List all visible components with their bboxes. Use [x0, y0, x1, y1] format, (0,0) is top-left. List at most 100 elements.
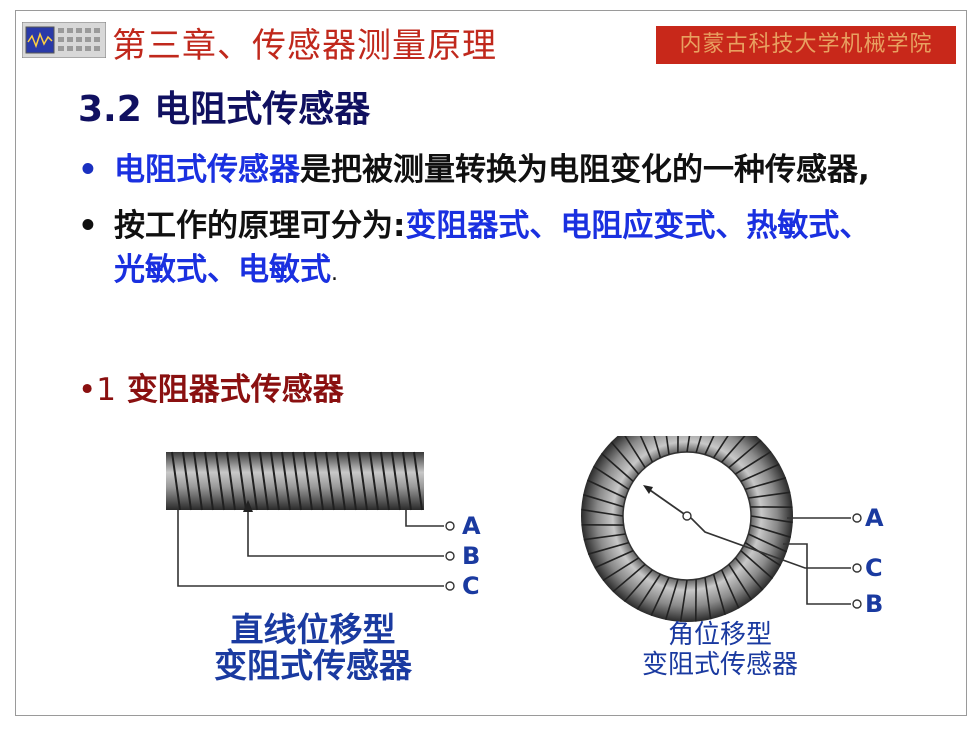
toroid-winding [592, 465, 630, 491]
rotary-wiper [646, 487, 688, 517]
toroid-winding [704, 436, 715, 455]
coil-winding [281, 451, 291, 511]
toroid-winding [744, 541, 782, 567]
coil-winding [215, 451, 225, 511]
coil-winding [204, 451, 214, 511]
toroid-winding [748, 491, 791, 499]
caption-line: 变阻式传感器 [641, 650, 798, 680]
coil-winding [413, 451, 423, 511]
angular-rheostat-diagram: A C B [581, 436, 884, 622]
toroid-winding [639, 436, 654, 463]
coil-winding [369, 451, 379, 511]
angular-caption: 角位移型 变阻式传感器 [600, 620, 840, 680]
toroid-winding [712, 436, 729, 459]
bullet-list: • 电阻式传感器是把被测量转换为电阻变化的一种传感器, • 按工作的原理可分为:… [78, 148, 898, 308]
toroid-winding [728, 439, 762, 469]
coil-winding [226, 451, 236, 511]
wiper-pivot [682, 511, 692, 521]
toroid-winding [720, 436, 746, 463]
toroid-winding [734, 450, 772, 475]
bullet-definition: • 电阻式传感器是把被测量转换为电阻变化的一种传感器, [78, 148, 898, 192]
section-heading: 3.2 电阻式传感器 [78, 89, 371, 130]
toroid-winding [740, 549, 774, 580]
bullet-text: 是把被测量转换为电阻变化的一种传感器, [300, 152, 870, 188]
oscilloscope-icon [22, 22, 106, 58]
toroid-winding [679, 579, 688, 622]
toroid-winding [740, 463, 780, 483]
coil-winding [270, 451, 280, 511]
coil-winding [237, 451, 247, 511]
subsection-title: 变阻器式传感器 [126, 372, 344, 408]
toroid-winding [612, 563, 646, 593]
toroid-winding [582, 493, 624, 508]
subsection-number: •1 [78, 372, 117, 408]
terminal-label: B [462, 542, 480, 570]
toroid-winding [664, 579, 679, 621]
bullet-tail: . [331, 261, 338, 286]
coil-winding [314, 451, 324, 511]
toroid-winding [650, 577, 670, 617]
terminal-label: C [865, 554, 883, 582]
coil-winding [182, 451, 192, 511]
coil-winding [193, 451, 203, 511]
toroid-winding [748, 533, 788, 553]
coil-winding [303, 451, 313, 511]
terminal-label: A [865, 504, 884, 532]
toroid-winding [624, 436, 646, 469]
toroid-winding [665, 436, 670, 455]
toroid-winding [734, 557, 764, 591]
coil-winding [402, 451, 412, 511]
bullet-classification: • 按工作的原理可分为:变阻器式、电阻应变式、热敏式、光敏式、电敏式. [78, 204, 898, 296]
coil-winding [259, 451, 269, 511]
toroid-winding [594, 549, 634, 569]
caption-line: 变阻式传感器 [214, 646, 412, 685]
wiper-arrow [243, 500, 253, 512]
toroid-winding [728, 563, 753, 601]
bullet-text: 按工作的原理可分为: [114, 208, 406, 244]
caption-line: 直线位移型 [230, 610, 396, 649]
subsection-heading: •1 变阻器式传感器 [78, 364, 344, 409]
coil-winding [358, 451, 368, 511]
toroid-winding [704, 577, 712, 620]
toroid-winding [744, 477, 787, 491]
toroid-winding [610, 441, 640, 475]
toroid-winding [600, 452, 634, 483]
terminal-label: B [865, 590, 883, 618]
slide-frame [15, 10, 967, 716]
coil-winding [171, 451, 181, 511]
toroid-winding [712, 573, 726, 616]
coil-winding [347, 451, 357, 511]
toroid-winding [750, 524, 792, 539]
bullet-highlight: 变阻器式、电阻应变式、热敏式、光敏式、电敏式 [114, 208, 871, 288]
toroid-winding [686, 436, 691, 453]
toroid-winding [636, 573, 662, 611]
toroid-windings [581, 436, 793, 622]
toroid-winding [587, 541, 630, 555]
linear-caption: 直线位移型 变阻式传感器 [178, 612, 448, 684]
toroid-winding [720, 569, 740, 609]
toroid-winding [653, 436, 662, 459]
toroid-winding [623, 569, 654, 603]
coil-winding [336, 451, 346, 511]
bullet-dot: • [78, 152, 98, 188]
toroid-winding [750, 515, 793, 524]
terminal-label: C [462, 572, 480, 600]
toroid-winding [581, 508, 624, 517]
coil-windings [171, 451, 423, 511]
wiper-lead [247, 508, 444, 557]
chapter-title: 第三章、传感器测量原理 [112, 26, 497, 66]
coil-winding [325, 451, 335, 511]
toroid-winding [583, 533, 626, 541]
terminal-label: A [462, 512, 481, 540]
coil-winding [380, 451, 390, 511]
bullet-dot: • [78, 208, 98, 244]
coil-winding [391, 451, 401, 511]
coil-winding [292, 451, 302, 511]
linear-rheostat-diagram: A B C [166, 451, 481, 600]
school-badge: 内蒙古科技大学机械学院 [656, 26, 956, 64]
toroid-winding [586, 479, 626, 499]
bullet-highlight: 电阻式传感器 [114, 152, 300, 188]
toroid-winding [695, 436, 702, 453]
toroid-winding [602, 557, 640, 582]
coil-winding [248, 451, 258, 511]
